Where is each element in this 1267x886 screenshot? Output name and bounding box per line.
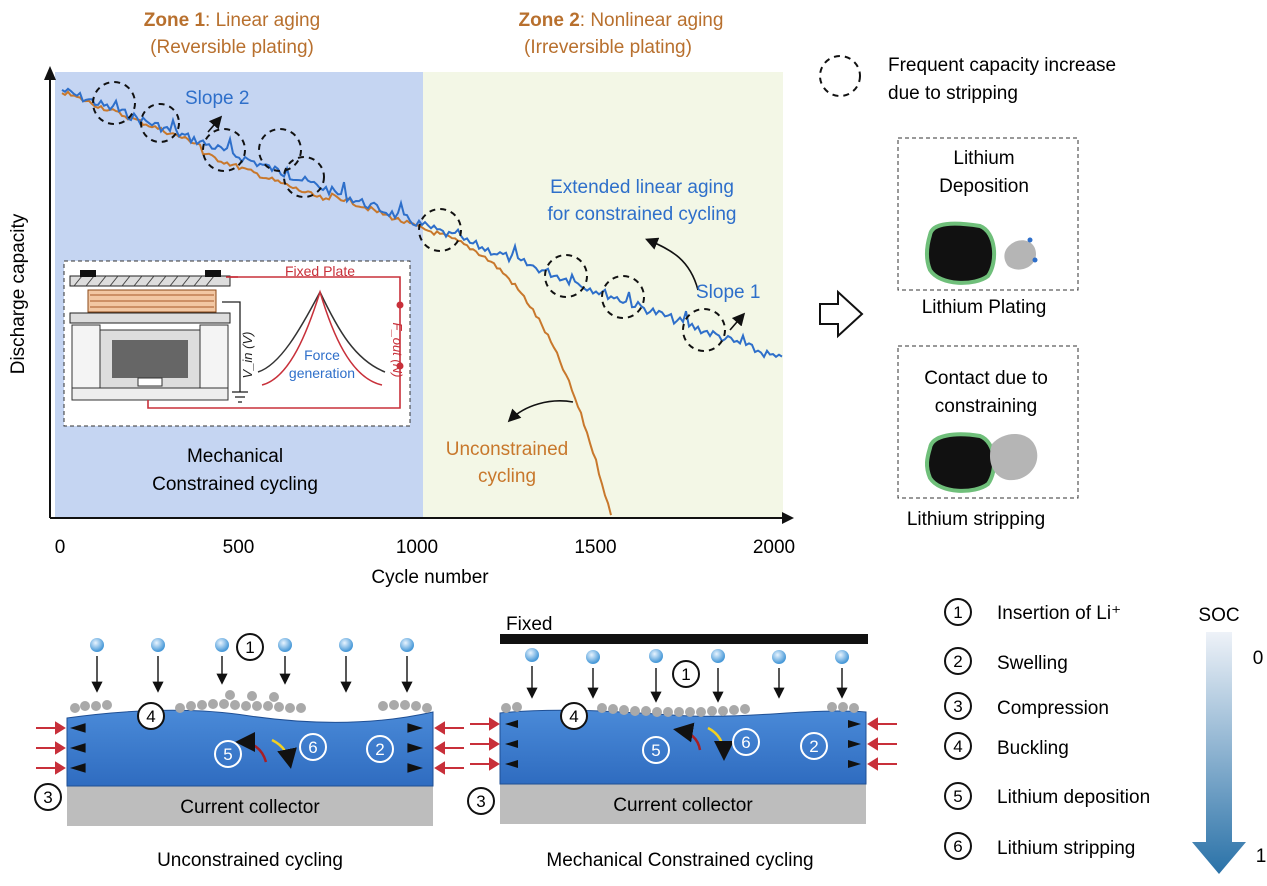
- step-label: Insertion of Li⁺: [997, 603, 1121, 624]
- x-tick-label: 0: [55, 537, 66, 558]
- unconstrained-label-line1: Unconstrained: [446, 439, 569, 460]
- fixed-label: Fixed: [506, 614, 552, 635]
- x-tick-label: 2000: [753, 537, 795, 558]
- y-axis-label: Discharge capacity: [8, 213, 29, 374]
- stripping-caption: Lithium stripping: [907, 509, 1045, 530]
- step-label: Swelling: [997, 653, 1068, 674]
- step-marker: 4: [569, 707, 578, 726]
- particle-neighbor: [1004, 240, 1036, 270]
- inset-setup: [63, 260, 411, 427]
- x-axis-label: Cycle number: [371, 567, 489, 588]
- stripping-circle: [92, 81, 136, 125]
- step-marker: 6: [308, 738, 317, 757]
- step-marker: 1: [245, 638, 254, 657]
- particle-contact: [989, 433, 1038, 481]
- current-collector-label: Current collector: [180, 797, 320, 818]
- zone1-header: Zone 1: Linear aging: [144, 10, 320, 31]
- step-marker: 2: [809, 737, 818, 756]
- slope1-label: Slope 1: [696, 282, 760, 303]
- zone1-subtitle: (Reversible plating): [150, 37, 314, 58]
- stripping-circle: [283, 156, 325, 198]
- extended-label-line1: Extended linear aging: [550, 177, 734, 198]
- unconstrained-caption: Unconstrained cycling: [157, 850, 343, 871]
- step-marker: 2: [375, 740, 384, 759]
- stripping-circle: [418, 208, 462, 252]
- step-marker: 6: [741, 733, 750, 752]
- soc-gradient-arrow: [1192, 632, 1246, 874]
- particle-deposition: [925, 221, 997, 285]
- extended-label-line2: for constrained cycling: [547, 204, 736, 225]
- x-tick-label: 1500: [574, 537, 616, 558]
- constrained-curve: [61, 87, 783, 359]
- soc-title: SOC: [1198, 605, 1239, 626]
- step-number: 2: [953, 652, 962, 671]
- constrained-schematic: [470, 634, 897, 824]
- legend-text-line2: due to stripping: [888, 83, 1018, 104]
- mechanical-label-line2: Constrained cycling: [152, 474, 318, 495]
- fixed-plate: [500, 634, 868, 644]
- step-number: 6: [953, 837, 962, 856]
- step-label: Buckling: [997, 738, 1069, 759]
- force-generation-line1: Force: [304, 347, 340, 363]
- stripping-circle: [601, 275, 645, 319]
- contact-line2: constraining: [935, 396, 1037, 417]
- step-number: 1: [953, 603, 962, 622]
- force-generation-line2: generation: [289, 365, 355, 381]
- unconstrained-schematic: [36, 638, 464, 826]
- soc-bottom-label: 1: [1256, 846, 1267, 867]
- step-number: 3: [953, 697, 962, 716]
- step-marker: 3: [43, 788, 52, 807]
- slope2-label: Slope 2: [185, 88, 249, 109]
- step-marker: 4: [146, 707, 155, 726]
- legend-dashed-circle-icon: [819, 55, 861, 97]
- constrained-caption: Mechanical Constrained cycling: [546, 850, 813, 871]
- deposition-line1: Lithium: [953, 148, 1014, 169]
- step-label: Lithium deposition: [997, 787, 1150, 808]
- step-label: Lithium stripping: [997, 838, 1135, 859]
- right-arrow-icon: [819, 289, 864, 339]
- step-marker: 5: [651, 741, 660, 760]
- stripping-circle: [258, 128, 302, 172]
- axes: [44, 66, 794, 524]
- stripping-markers: [92, 81, 726, 352]
- steps-legend: 1 Insertion of Li⁺ 2 Swelling 3 Compress…: [944, 598, 1150, 860]
- stripping-circle: [202, 128, 246, 172]
- x-tick-label: 500: [223, 537, 255, 558]
- legend-text-line1: Frequent capacity increase: [888, 55, 1116, 76]
- stripping-circle: [544, 254, 588, 298]
- step-number: 5: [953, 787, 962, 806]
- soc-top-label: 0: [1253, 648, 1264, 669]
- step-label: Compression: [997, 698, 1109, 719]
- x-tick-labels: 0 500 1000 1500 2000: [55, 537, 795, 558]
- stripping-circle: [140, 103, 180, 143]
- contact-line1: Contact due to: [924, 368, 1048, 389]
- particle-stripping: [925, 432, 997, 493]
- step-number: 4: [953, 737, 962, 756]
- x-tick-label: 1000: [396, 537, 438, 558]
- deposition-line2: Deposition: [939, 176, 1029, 197]
- vin-label: V_in (V): [240, 332, 255, 379]
- zone2-subtitle: (Irreversible plating): [524, 37, 692, 58]
- step-marker: 1: [681, 665, 690, 684]
- plating-caption: Lithium Plating: [922, 297, 1047, 318]
- unconstrained-label-line2: cycling: [478, 466, 536, 487]
- step-marker: 3: [476, 792, 485, 811]
- step-marker: 5: [223, 745, 232, 764]
- stripping-circle: [682, 308, 726, 352]
- current-collector-label: Current collector: [613, 795, 753, 816]
- mechanical-label-line1: Mechanical: [187, 446, 283, 467]
- fixed-plate-label: Fixed Plate: [285, 263, 355, 279]
- fout-label: F_out (N): [390, 323, 405, 378]
- zone2-header: Zone 2: Nonlinear aging: [519, 10, 724, 31]
- unconstrained-curve: [61, 90, 612, 516]
